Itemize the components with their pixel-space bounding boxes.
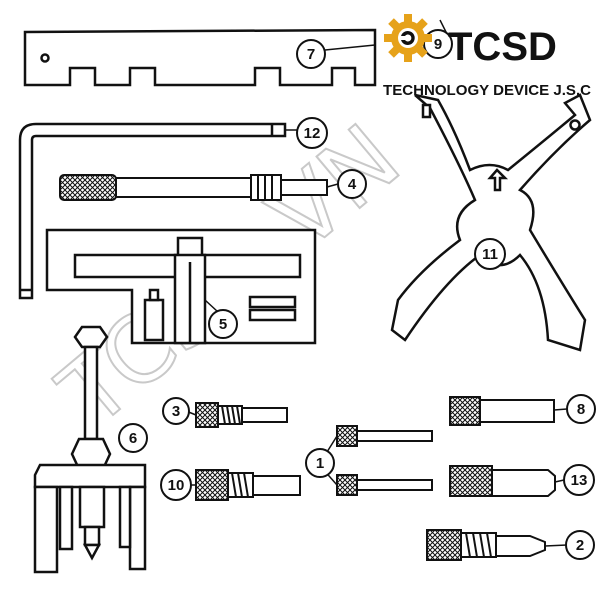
tool-7-camshaft-plate: [23, 28, 377, 87]
tool-3-pin: [195, 402, 288, 428]
callout-3-text: 3: [172, 403, 180, 420]
tool-13-pin: [449, 465, 556, 497]
callout-2-text: 2: [576, 537, 584, 554]
tool-1-pins: [336, 425, 433, 496]
callout-1: 1: [305, 448, 335, 478]
callout-4: 4: [337, 169, 367, 199]
company-name: TECHNOLOGY DEVICE J.S.C: [383, 82, 591, 99]
tool-10-pin: [195, 469, 301, 501]
callout-5: 5: [208, 309, 238, 339]
tool-4-locking-pin: [59, 174, 328, 201]
tool-2-pin: [426, 529, 546, 561]
callout-8: 8: [566, 394, 596, 424]
callout-9-text: 9: [434, 36, 442, 53]
callout-6: 6: [118, 423, 148, 453]
callout-12: 12: [296, 117, 328, 149]
callout-10: 10: [160, 469, 192, 501]
brand-logo: TCSD TECHNOLOGY DEVICE J.S.C: [383, 14, 591, 99]
tool-5-crank-fixture: [45, 228, 317, 345]
callout-5-text: 5: [219, 316, 227, 333]
callout-13: 13: [563, 464, 595, 496]
callout-8-text: 8: [577, 401, 585, 418]
callout-7-text: 7: [307, 46, 315, 63]
callout-3: 3: [162, 397, 190, 425]
callout-11-text: 11: [482, 246, 498, 263]
callout-6-text: 6: [129, 430, 137, 447]
callout-2: 2: [565, 530, 595, 560]
tool-6-puller: [33, 325, 147, 574]
gear-icon: [384, 14, 432, 62]
tool-12-hex-key: [18, 122, 287, 300]
callout-4-text: 4: [348, 176, 357, 193]
callout-11: 11: [474, 238, 506, 270]
callout-10-text: 10: [168, 477, 185, 494]
tool-8-pin: [449, 396, 555, 426]
callout-12-text: 12: [304, 125, 321, 142]
brand-logo-text: TCSD: [448, 25, 557, 69]
callout-1-text: 1: [316, 455, 324, 472]
callout-13-text: 13: [571, 472, 588, 489]
callout-7: 7: [296, 39, 326, 69]
tool-11-spanner-wrench: [390, 93, 592, 352]
